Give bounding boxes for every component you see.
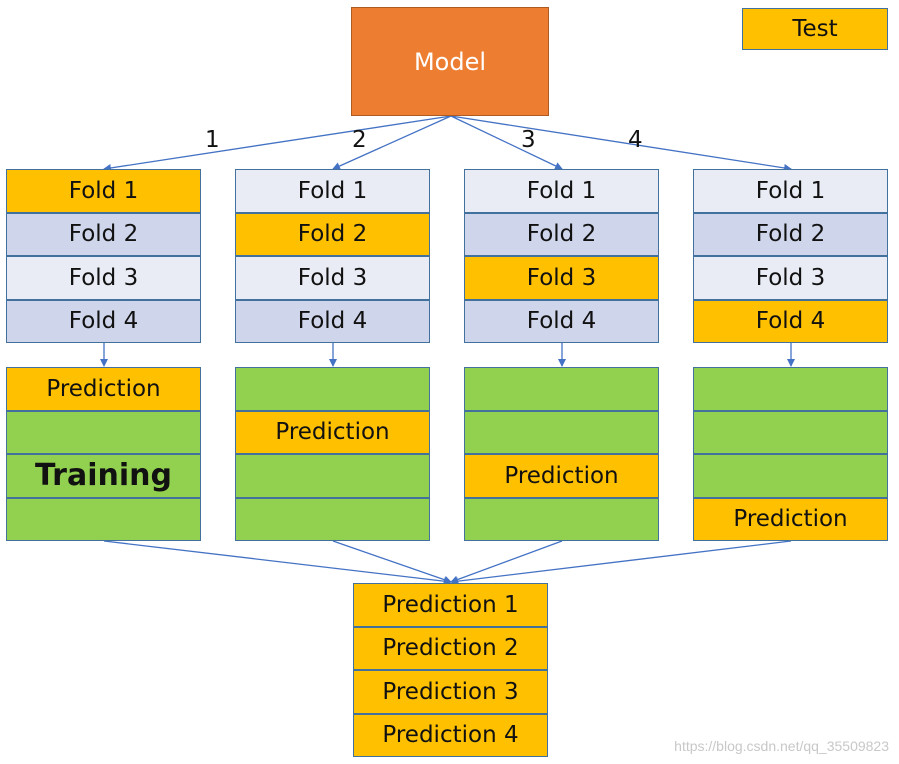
fold-label: Fold 1 xyxy=(526,177,597,204)
result-cell-col1-1: Prediction xyxy=(6,367,201,411)
fold-cell-col1-2: Fold 2 xyxy=(6,212,201,256)
final-prediction-1: Prediction 1 xyxy=(353,583,548,627)
fold-label: Fold 2 xyxy=(755,221,826,248)
final-prediction-3: Prediction 3 xyxy=(353,670,548,714)
fold-cell-col3-3: Fold 3 xyxy=(464,256,659,300)
fold-label: Fold 2 xyxy=(526,221,597,248)
fold-label: Fold 1 xyxy=(68,177,139,204)
fold-label: Fold 1 xyxy=(297,177,368,204)
fold-cell-col3-2: Fold 2 xyxy=(464,212,659,256)
fold-cell-col1-4: Fold 4 xyxy=(6,299,201,343)
result-to-final-arrow-4 xyxy=(450,540,792,586)
legend-test-box: Test xyxy=(742,8,888,50)
fold-cell-col1-3: Fold 3 xyxy=(6,256,201,300)
arrow-number-2: 2 xyxy=(352,127,367,153)
result-cell-col1-3: Training xyxy=(6,454,201,498)
final-prediction-label: Prediction 4 xyxy=(382,722,519,749)
result-cell-col3-2 xyxy=(464,410,659,454)
fold-label: Fold 2 xyxy=(297,221,368,248)
result-cell-col4-2 xyxy=(693,410,888,454)
result-cell-col2-1 xyxy=(235,367,430,411)
prediction-label: Prediction xyxy=(733,506,848,533)
result-cell-col2-2: Prediction xyxy=(235,410,430,454)
model-to-column-arrow-2 xyxy=(332,115,452,170)
final-prediction-label: Prediction 2 xyxy=(382,635,519,662)
fold-cell-col2-2: Fold 2 xyxy=(235,212,430,256)
arrow-number-3: 3 xyxy=(521,127,536,153)
result-cell-col3-1 xyxy=(464,367,659,411)
legend-test-label: Test xyxy=(792,16,838,42)
fold-label: Fold 2 xyxy=(68,221,139,248)
result-cell-col1-2 xyxy=(6,410,201,454)
result-cell-col1-4 xyxy=(6,497,201,541)
result-to-final-arrow-2 xyxy=(332,540,452,584)
model-label: Model xyxy=(413,47,487,76)
result-cell-col4-3 xyxy=(693,454,888,498)
fold-cell-col4-1: Fold 1 xyxy=(693,169,888,213)
watermark-text: https://blog.csdn.net/qq_35509823 xyxy=(674,738,889,754)
final-prediction-label: Prediction 1 xyxy=(382,591,519,618)
fold-cell-col4-4: Fold 4 xyxy=(693,299,888,343)
fold-label: Fold 4 xyxy=(68,308,139,335)
result-cell-col3-3: Prediction xyxy=(464,454,659,498)
final-prediction-2: Prediction 2 xyxy=(353,626,548,670)
prediction-label: Prediction xyxy=(46,375,161,402)
prediction-label: Prediction xyxy=(275,419,390,446)
fold-cell-col3-1: Fold 1 xyxy=(464,169,659,213)
arrow-number-1: 1 xyxy=(205,127,220,153)
fold-cell-col2-4: Fold 4 xyxy=(235,299,430,343)
fold-label: Fold 3 xyxy=(755,264,826,291)
model-box: Model xyxy=(351,7,549,116)
result-cell-col3-4 xyxy=(464,497,659,541)
arrow-number-4: 4 xyxy=(628,127,643,153)
result-cell-col4-1 xyxy=(693,367,888,411)
training-label: Training xyxy=(35,458,172,494)
result-cell-col2-3 xyxy=(235,454,430,498)
result-cell-col4-4: Prediction xyxy=(693,497,888,541)
result-to-final-arrow-1 xyxy=(103,540,452,586)
fold-cell-col1-1: Fold 1 xyxy=(6,169,201,213)
fold-cell-col2-1: Fold 1 xyxy=(235,169,430,213)
fold-cell-col4-3: Fold 3 xyxy=(693,256,888,300)
fold-label: Fold 4 xyxy=(297,308,368,335)
prediction-label: Prediction xyxy=(504,462,619,489)
final-prediction-label: Prediction 3 xyxy=(382,678,519,705)
fold-label: Fold 4 xyxy=(755,308,826,335)
result-to-final-arrow-3 xyxy=(450,540,563,584)
final-prediction-4: Prediction 4 xyxy=(353,713,548,757)
fold-label: Fold 4 xyxy=(526,308,597,335)
fold-label: Fold 3 xyxy=(297,264,368,291)
fold-label: Fold 3 xyxy=(526,264,597,291)
fold-label: Fold 3 xyxy=(68,264,139,291)
fold-label: Fold 1 xyxy=(755,177,826,204)
fold-cell-col3-4: Fold 4 xyxy=(464,299,659,343)
result-cell-col2-4 xyxy=(235,497,430,541)
model-to-column-arrow-3 xyxy=(450,115,563,170)
fold-cell-col4-2: Fold 2 xyxy=(693,212,888,256)
model-to-column-arrow-4 xyxy=(450,115,792,172)
fold-cell-col2-3: Fold 3 xyxy=(235,256,430,300)
model-to-column-arrow-1 xyxy=(103,115,452,172)
